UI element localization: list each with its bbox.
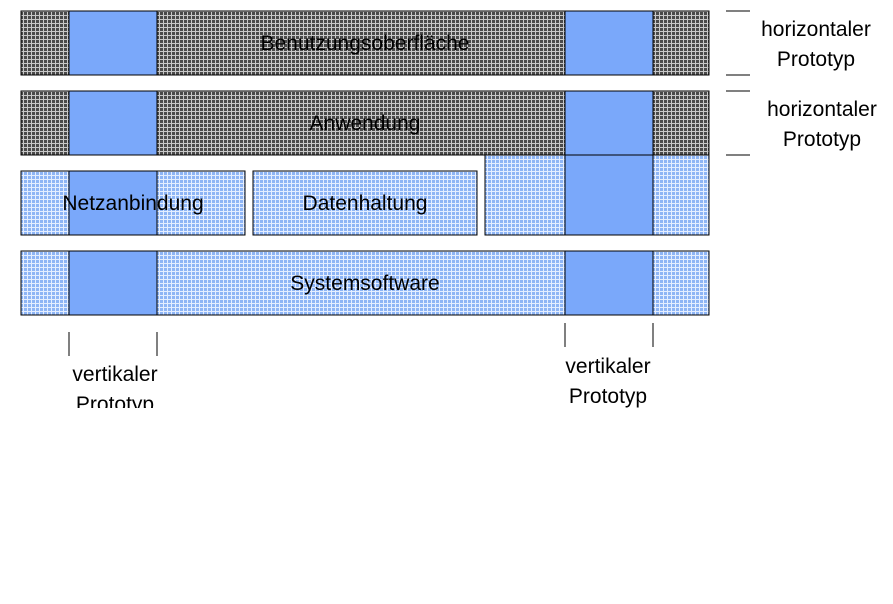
- horizontal-markers: [726, 10, 750, 156]
- horizontal-prototype-label-1: horizontaler Prototyp: [750, 15, 882, 75]
- vertical-prototype-label-1: vertikaler Prototyp: [50, 360, 180, 408]
- vertical-prototype-1-line2: Prototyp: [75, 393, 155, 408]
- horizontal-prototype-1-line1: horizontaler: [761, 18, 871, 41]
- vertical-prototype-1-line1: vertikaler: [72, 363, 158, 386]
- label-system-software: Systemsoftware: [290, 272, 440, 295]
- vertical-slice-right-ui: [564, 10, 654, 76]
- vertical-slice-left-app: [68, 90, 158, 156]
- vertical-prototype-label-2: vertikaler Prototyp: [543, 352, 673, 412]
- label-user-interface: Benutzungsoberfläche: [260, 32, 470, 55]
- vertical-slice-right-app: [564, 90, 654, 156]
- vertical-prototype-2-line1: vertikaler: [565, 355, 651, 378]
- vertical-slice-left-ui: [68, 10, 158, 76]
- label-data-storage: Datenhaltung: [302, 192, 428, 215]
- vertical-markers: [68, 323, 654, 356]
- layer-application: [20, 90, 710, 156]
- vertical-slice-left-net: [68, 170, 158, 236]
- horizontal-prototype-1-line2: Prototyp: [776, 48, 856, 71]
- horizontal-prototype-2-line2: Prototyp: [782, 128, 862, 151]
- vertical-slice-right-mid: [564, 154, 654, 236]
- horizontal-prototype-label-2: horizontaler Prototyp: [756, 95, 888, 155]
- vertical-slice-right-sys: [564, 250, 654, 316]
- label-application: Anwendung: [309, 112, 421, 135]
- label-network: Netzanbindung: [62, 192, 204, 215]
- vertical-prototype-2-line2: Prototyp: [568, 385, 648, 408]
- layer-user-interface: [20, 10, 710, 76]
- horizontal-prototype-2-line1: horizontaler: [767, 98, 877, 121]
- data-layer-box: [252, 170, 478, 236]
- layer-middle: [20, 154, 710, 236]
- layer-system-software: [20, 250, 710, 316]
- vertical-slice-left-sys: [68, 250, 158, 316]
